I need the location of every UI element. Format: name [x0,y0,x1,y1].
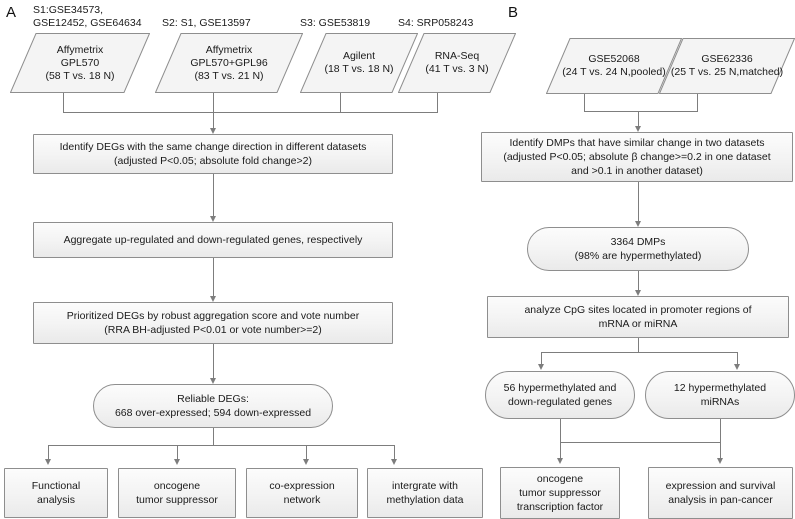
arrow-to-out1-a [45,459,51,465]
panel-label-b: B [508,4,519,21]
connector-outcome1-down-b [541,352,542,366]
arrow-to-analysis-b [635,290,641,296]
connector-merge-stem-b [638,111,639,128]
caption-s2: S2: S1, GSE13597 [162,17,251,29]
output-functional-analysis: Functional analysis [4,468,108,518]
step-identify-dmps: Identify DMPs that have similar change i… [481,132,793,182]
connector-result-analysis-b [638,271,639,293]
source-label-gse62336: GSE62336 (25 T vs. 25 N,matched) [670,53,784,78]
connector-output2-down-b [720,442,721,460]
arrow-to-out4-a [391,459,397,465]
source-label-gse52068: GSE52068 (24 T vs. 24 N,pooled) [562,53,666,78]
arrow-to-step1-a [210,128,216,134]
source-shape-gse62336: GSE62336 (25 T vs. 25 N,matched) [659,38,795,94]
source-label-s2: Affymetrix GPL570+GPL96 (83 T vs. 21 N) [190,43,268,82]
arrow-to-step1-b [635,126,641,132]
arrow-to-out3-a [303,459,309,465]
connector-step3-result [213,344,214,381]
connector-s4-down [437,93,438,112]
source-shape-s1: Affymetrix GPL570 (58 T vs. 18 N) [10,33,150,93]
connector-s3-down [340,93,341,112]
connector-outcome1-stem-b [560,419,561,442]
result-3364-dmps: 3364 DMPs (98% are hypermethylated) [527,227,749,271]
connector-gse62336-down [697,94,698,111]
connector-merge-stem-a [213,112,214,131]
output-intergrate-methylation: intergrate with methylation data [367,468,483,518]
step-aggregate-genes: Aggregate up-regulated and down-regulate… [33,222,393,258]
arrow-to-result-a [210,378,216,384]
connector-gse52068-down [584,94,585,111]
source-shape-gse52068: GSE52068 (24 T vs. 24 N,pooled) [546,38,682,94]
connector-outcome2-stem-b [720,419,721,442]
connector-step2-step3 [213,258,214,299]
connector-outputs-bar-b [560,442,721,443]
connector-out1-down-a [48,445,49,461]
connector-outcome2-down-b [737,352,738,366]
connector-analysis-stem-b [638,338,639,352]
arrow-to-step2-a [210,216,216,222]
parallelogram-outline [659,38,795,94]
arrow-to-output2-b [717,458,723,464]
panel-label-a: A [6,4,17,21]
parallelogram-outline [398,33,516,93]
arrow-to-outcome1-b [538,364,544,370]
result-reliable-degs: Reliable DEGs: 668 over-expressed; 594 d… [93,384,333,428]
source-label-s4: RNA-Seq (41 T vs. 3 N) [425,50,489,75]
output-oncogene-tumor-suppressor: oncogene tumor suppressor [118,468,236,518]
connector-out2-down-a [177,445,178,461]
step-prioritized-degs: Prioritized DEGs by robust aggregation s… [33,302,393,344]
caption-s3: S3: GSE53819 [300,17,371,29]
arrow-to-output1-b [557,458,563,464]
step-analyze-cpg-sites: analyze CpG sites located in promoter re… [487,296,789,338]
connector-out3-down-a [306,445,307,461]
connector-split-bar-b [541,352,737,353]
arrow-to-result-b [635,221,641,227]
output-expression-survival-pan-cancer: expression and survival analysis in pan-… [648,467,793,519]
caption-s4: S4: SRP058243 [398,17,474,29]
connector-out4-down-a [394,445,395,461]
parallelogram-outline [300,33,418,93]
connector-merge-bar-b [584,111,698,112]
output-co-expression-network: co-expression network [246,468,358,518]
parallelogram-outline [10,33,150,93]
arrow-to-out2-a [174,459,180,465]
connector-s2-down [213,93,214,112]
source-shape-s2: Affymetrix GPL570+GPL96 (83 T vs. 21 N) [155,33,303,93]
output-oncogene-transcription-factor: oncogene tumor suppressor transcription … [500,467,620,519]
arrow-to-outcome2-b [734,364,740,370]
source-shape-s3: Agilent (18 T vs. 18 N) [300,33,418,93]
caption-s1: S1:GSE34573, GSE12452, GSE64634 [33,4,142,29]
arrow-to-step3-a [210,296,216,302]
outcome-hypermethylated-genes: 56 hypermethylated and down-regulated ge… [485,371,635,419]
connector-s1-down [63,93,64,112]
connector-result-stem-a [213,428,214,445]
outcome-hypermethylated-mirnas: 12 hypermethylated miRNAs [645,371,795,419]
connector-output1-down-b [560,442,561,460]
connector-fanout-bar-a [48,445,394,446]
source-label-s3: Agilent (18 T vs. 18 N) [324,50,394,75]
connector-merge-bar-a [63,112,438,113]
parallelogram-outline [155,33,303,93]
connector-step1-step2 [213,174,214,219]
source-shape-s4: RNA-Seq (41 T vs. 3 N) [398,33,516,93]
source-label-s1: Affymetrix GPL570 (58 T vs. 18 N) [45,43,115,82]
connector-step1-result-b [638,182,639,224]
step-identify-degs: Identify DEGs with the same change direc… [33,134,393,174]
parallelogram-outline [546,38,682,94]
